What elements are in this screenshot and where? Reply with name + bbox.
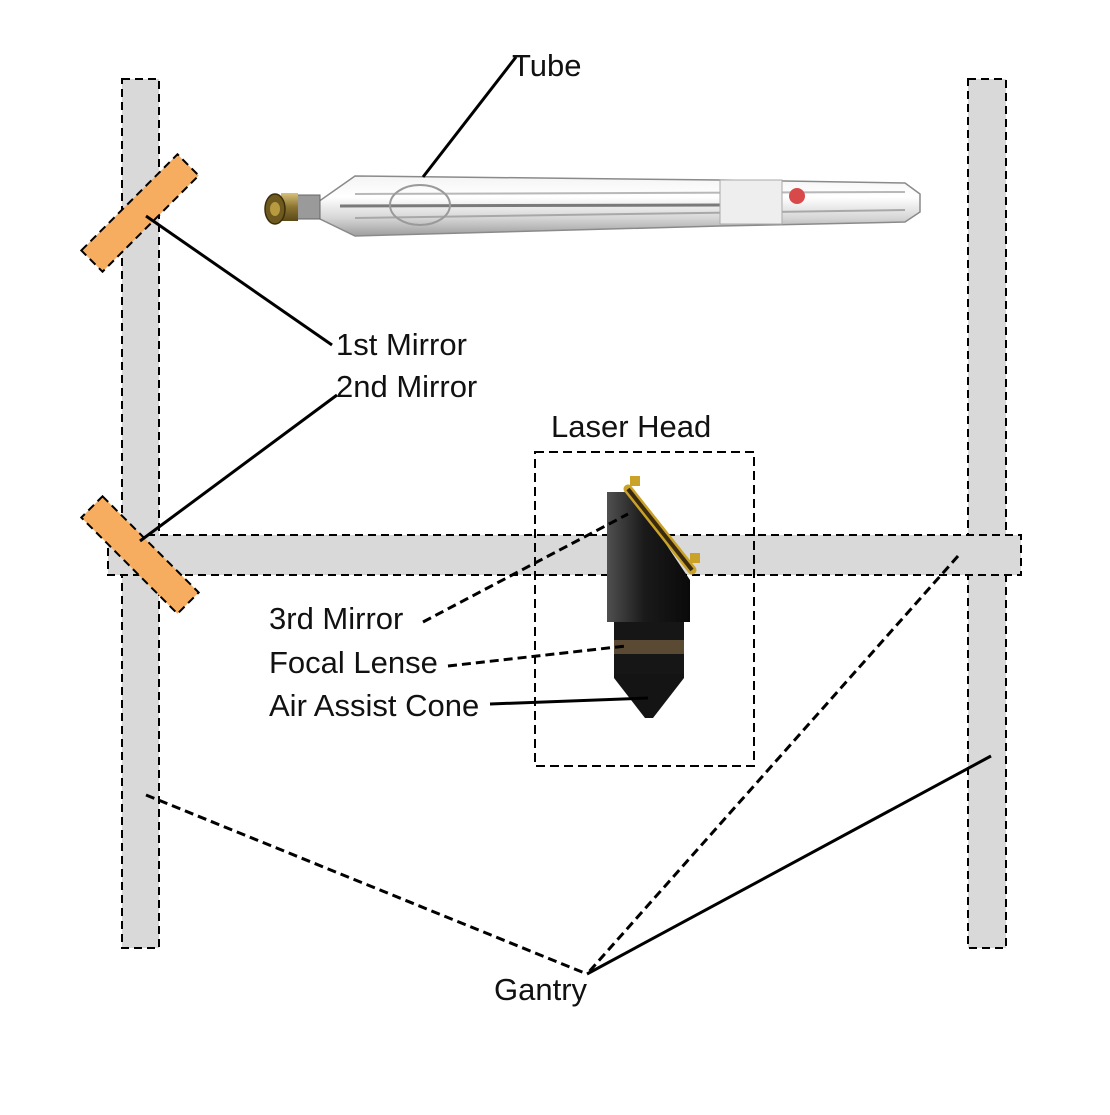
third-mirror [623, 476, 700, 575]
gantry-leader-right [586, 754, 992, 976]
laser-head [607, 476, 700, 718]
focal-lens-leader [447, 644, 627, 668]
cone-leader [489, 696, 649, 706]
third-mirror-label: 3rd Mirror [269, 601, 404, 636]
gantry-leader-left [145, 793, 588, 976]
second-mirror-label: 2nd Mirror [336, 369, 478, 404]
laser-tube [264, 175, 921, 237]
first-mirror [79, 152, 201, 274]
air-assist-cone-label: Air Assist Cone [269, 688, 480, 723]
mirror3-leader [422, 512, 629, 624]
right-rail [967, 78, 1007, 949]
mirror1-leader [145, 214, 333, 347]
gantry-label: Gantry [494, 972, 588, 1007]
gantry-rail [107, 534, 1022, 576]
mirror2-leader [139, 393, 338, 543]
first-mirror-label: 1st Mirror [336, 327, 467, 362]
tube-leader [421, 56, 518, 178]
laser-head-label: Laser Head [551, 409, 712, 444]
gantry-leader-middle [585, 555, 960, 975]
tube-label: Tube [512, 48, 582, 83]
focal-lens-label: Focal Lense [269, 645, 438, 680]
